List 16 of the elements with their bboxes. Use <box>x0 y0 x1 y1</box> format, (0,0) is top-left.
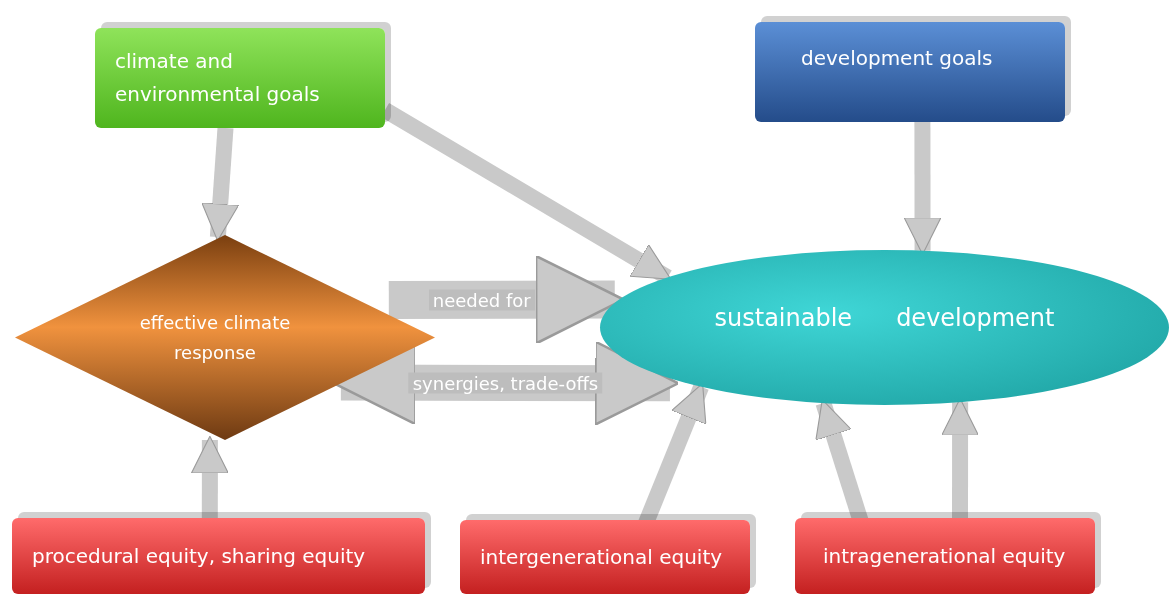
node-label: development goals <box>801 45 993 72</box>
node-label: development <box>896 302 1055 334</box>
node-label: intergenerational equity <box>480 543 723 571</box>
goal-box <box>755 22 1065 122</box>
edge-label: needed for <box>428 289 535 311</box>
arrow <box>201 127 240 242</box>
goal-box <box>795 518 1095 594</box>
node-label: sustainable <box>714 302 853 334</box>
goal-box <box>12 518 425 594</box>
goal-box <box>460 520 750 594</box>
node-label: climate and environmental goals <box>115 48 321 108</box>
node-label: effective climate response <box>138 310 292 365</box>
node-label: procedural equity, sharing equity <box>32 542 366 570</box>
goal-box <box>95 28 385 128</box>
edge-label: synergies, trade-offs <box>408 372 603 394</box>
node-label: intragenerational equity <box>823 542 1066 570</box>
